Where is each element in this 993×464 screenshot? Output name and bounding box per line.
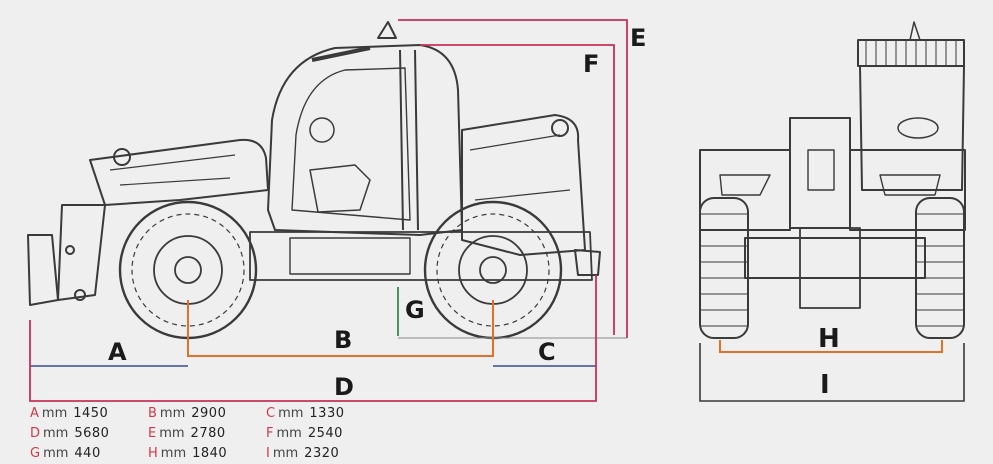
label-d: D (334, 373, 354, 401)
boom-arm (89, 138, 269, 206)
dim-h-line (719, 340, 943, 353)
dim-f-line (420, 44, 615, 335)
dim-i-line (699, 343, 965, 402)
front-dimensions (699, 340, 965, 402)
chassis (249, 231, 593, 281)
label-a: A (108, 338, 127, 366)
dim-b-line (187, 300, 494, 357)
label-h: H (818, 324, 840, 354)
label-c: C (538, 338, 556, 366)
cab (267, 44, 463, 236)
steering-wheel (309, 117, 335, 143)
front-axle (744, 237, 926, 279)
label-e: E (630, 24, 646, 52)
dim-d-line (29, 275, 597, 402)
label-b: B (334, 326, 352, 354)
operator-seat (309, 164, 371, 213)
front-boom (789, 117, 851, 229)
right-tire (915, 197, 965, 339)
dim-e-line (398, 19, 628, 338)
label-i: I (820, 370, 830, 400)
counterweight (574, 249, 601, 276)
side-view (27, 21, 601, 340)
front-cab (859, 65, 965, 191)
left-tire (699, 197, 749, 339)
fork-carriage (27, 234, 59, 306)
cab-beacon (377, 21, 397, 39)
roof-guard (857, 39, 965, 67)
label-f: F (583, 50, 599, 78)
front-view (699, 21, 966, 339)
side-dimensions (29, 19, 628, 402)
fuel-tank (289, 237, 411, 275)
boom-pivot (113, 148, 131, 166)
label-g: G (405, 296, 425, 324)
engine-cover (461, 114, 586, 256)
